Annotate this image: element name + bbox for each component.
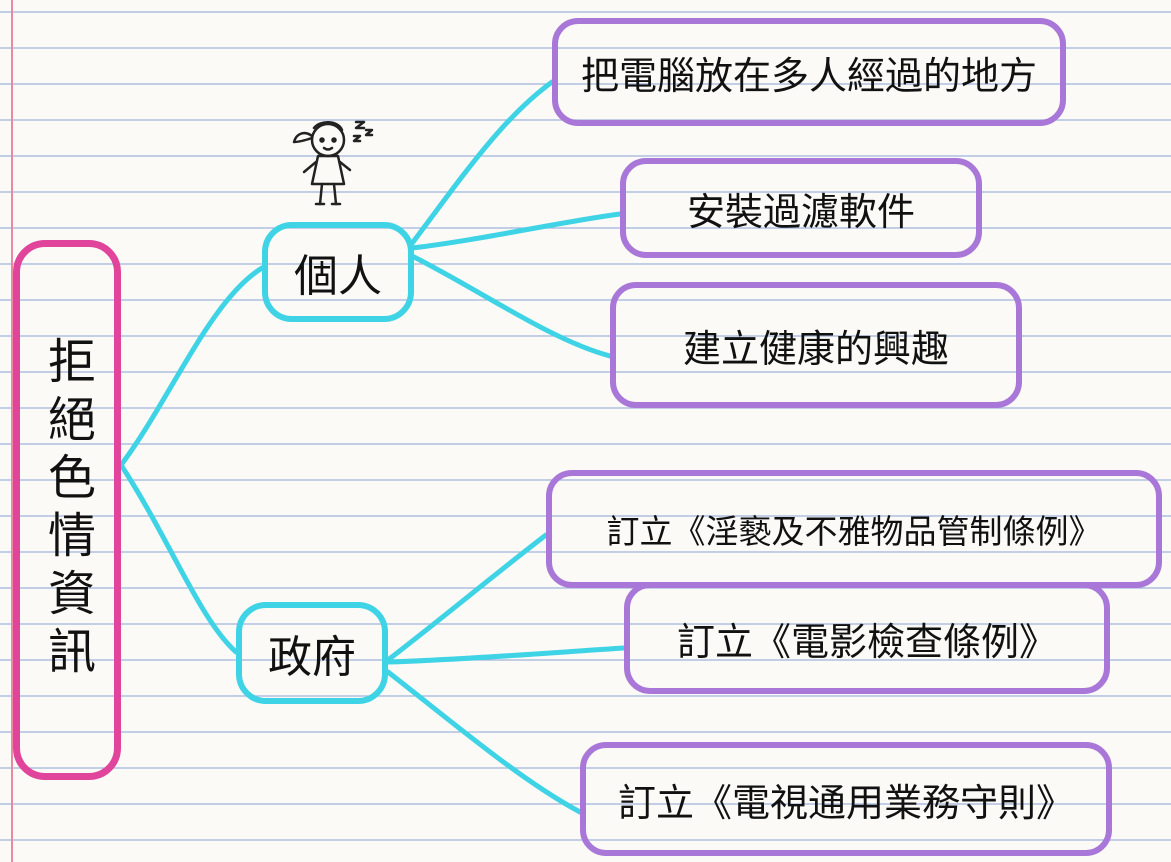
leaf-label: 把電腦放在多人經過的地方: [580, 53, 1037, 98]
leaf-node-obscene-articles-ordinance: 訂立《淫褻及不雅物品管制條例》: [546, 470, 1162, 588]
root-label: 拒絕色情資訊: [39, 336, 95, 684]
connector-personal-leaf-2: [409, 211, 623, 251]
connector-personal-leaf-1: [407, 79, 555, 249]
root-node: 拒絕色情資訊: [13, 240, 121, 780]
branch-node-government: 政府: [236, 602, 388, 704]
leaf-label: 訂立《電影檢查條例》: [676, 619, 1057, 664]
branch-label-government: 政府: [268, 632, 356, 683]
connector-government-leaf-2: [385, 645, 627, 665]
leaf-node-film-censorship-ordinance: 訂立《電影檢查條例》: [624, 582, 1110, 694]
leaf-label: 安裝過濾軟件: [686, 189, 915, 234]
connector-personal-leaf-3: [409, 253, 613, 359]
leaf-label: 訂立《淫褻及不雅物品管制條例》: [606, 512, 1102, 551]
connector-government-leaf-1: [385, 532, 549, 663]
girl-doodle-icon: [292, 120, 374, 206]
branch-node-personal: 個人: [262, 222, 414, 322]
leaf-node-tv-codes-of-practice: 訂立《電視通用業務守則》: [580, 742, 1112, 856]
branch-label-personal: 個人: [294, 251, 382, 302]
leaf-node-healthy-interests: 建立健康的興趣: [610, 282, 1022, 408]
leaf-node-computer-location: 把電腦放在多人經過的地方: [552, 18, 1066, 126]
leaf-label: 建立健康的興趣: [682, 326, 949, 371]
connector-government-leaf-3: [385, 669, 583, 815]
connector-root-personal: [118, 265, 265, 468]
leaf-label: 訂立《電視通用業務守則》: [617, 780, 1074, 825]
leaf-node-filter-software: 安裝過濾軟件: [620, 158, 982, 258]
connector-root-government: [118, 462, 239, 655]
